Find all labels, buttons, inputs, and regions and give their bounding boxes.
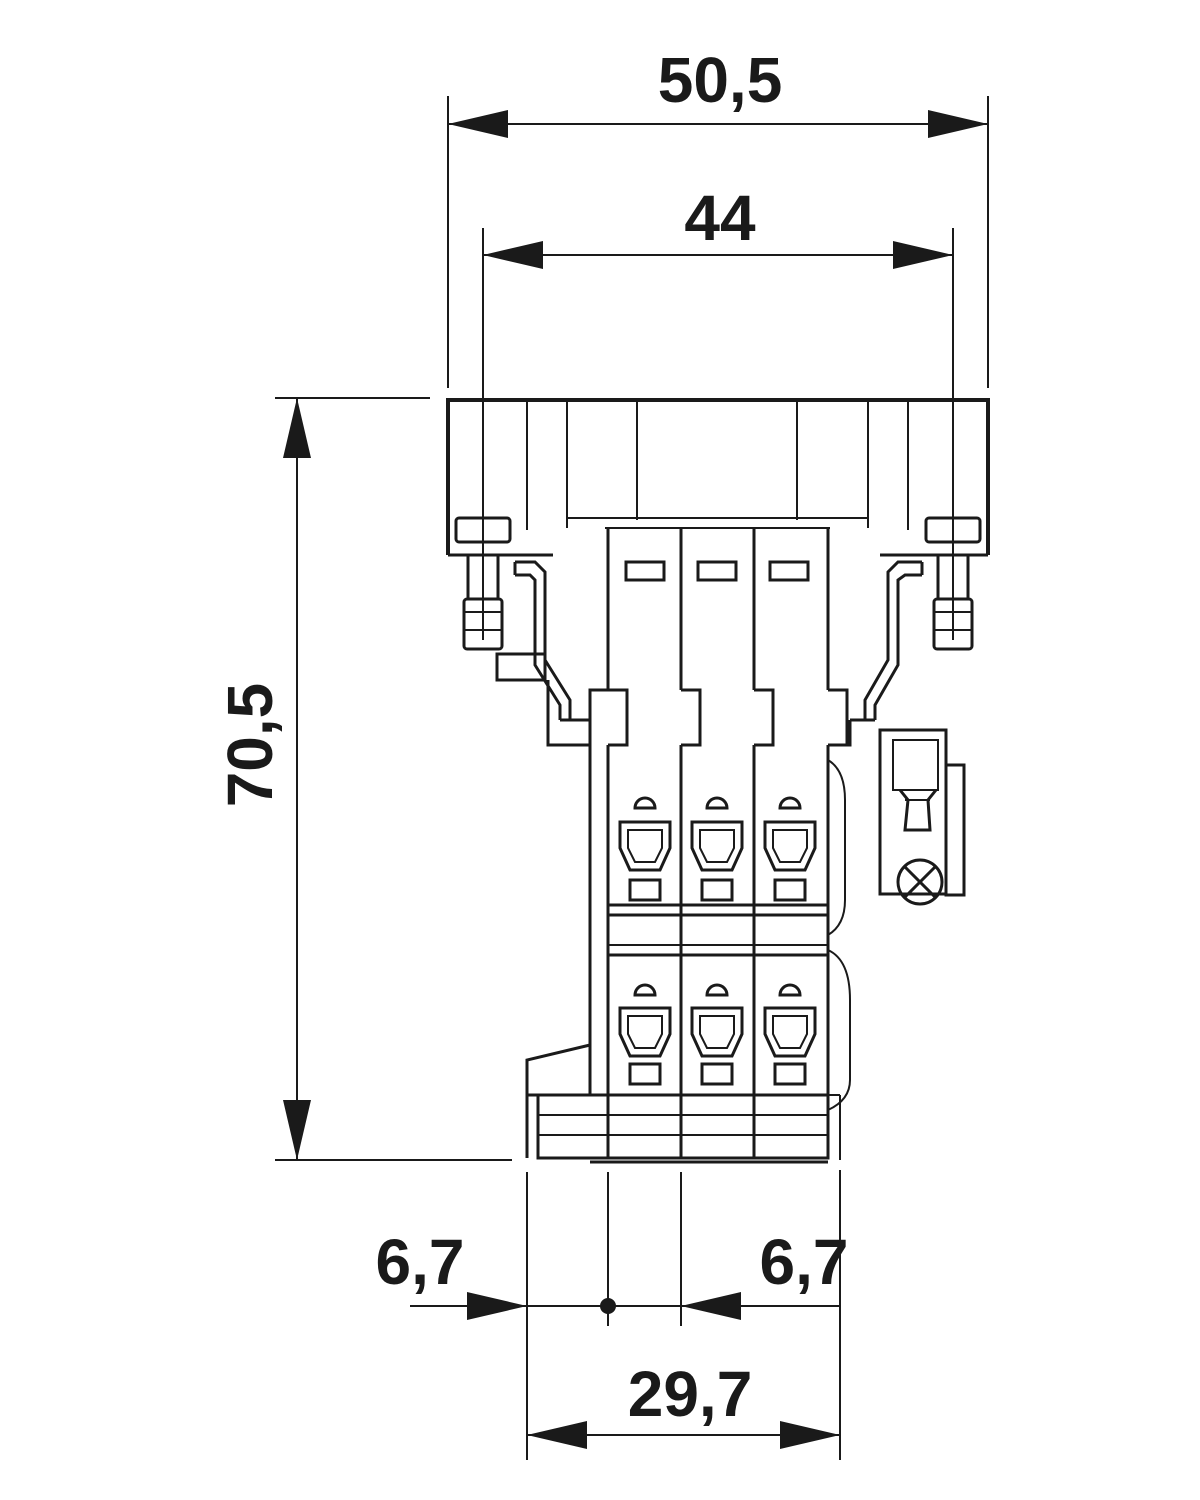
dimension-height: 70,5	[214, 397, 512, 1161]
arrow-head	[893, 241, 953, 269]
pitch-left-label: 6,7	[376, 1226, 465, 1298]
left-screw	[454, 516, 512, 651]
dimension-base-width: 29,7	[527, 1358, 840, 1449]
terminal-row-lower	[618, 983, 817, 1086]
pitch-dot	[600, 1298, 616, 1314]
contact-window	[768, 560, 810, 582]
arrow-head	[467, 1292, 527, 1320]
ground-screw	[896, 858, 944, 906]
pitch-right-label: 6,7	[760, 1226, 849, 1298]
dimension-overall-width: 50,5	[447, 44, 989, 388]
right-bracket	[830, 560, 924, 747]
contact-window	[696, 560, 738, 582]
overall-width-label: 50,5	[658, 44, 783, 116]
arrow-head	[928, 110, 988, 138]
dimension-pitch: 6,7 6,7	[376, 1170, 849, 1460]
arrow-head	[483, 241, 543, 269]
arrow-head	[681, 1292, 741, 1320]
right-screw	[924, 516, 982, 651]
mount-width-label: 44	[684, 182, 756, 254]
terminal	[690, 983, 744, 1086]
terminal	[618, 796, 672, 902]
terminal-row-upper	[618, 796, 817, 902]
base-width-label: 29,7	[628, 1358, 753, 1430]
terminal	[618, 983, 672, 1086]
base-foot	[525, 1043, 841, 1164]
arrow-head	[527, 1421, 587, 1449]
terminal	[763, 796, 817, 902]
contact-window	[624, 560, 666, 582]
terminal	[763, 983, 817, 1086]
top-flange	[446, 398, 990, 557]
connector-housing	[446, 398, 990, 1164]
arrow-head	[283, 398, 311, 458]
arrow-head	[283, 1100, 311, 1160]
dimension-mount-width: 44	[482, 182, 954, 640]
terminal	[690, 796, 744, 902]
height-label: 70,5	[214, 683, 286, 808]
arrow-head	[448, 110, 508, 138]
ground-clamp	[878, 728, 966, 906]
left-bracket	[495, 560, 592, 747]
arrow-head	[780, 1421, 840, 1449]
